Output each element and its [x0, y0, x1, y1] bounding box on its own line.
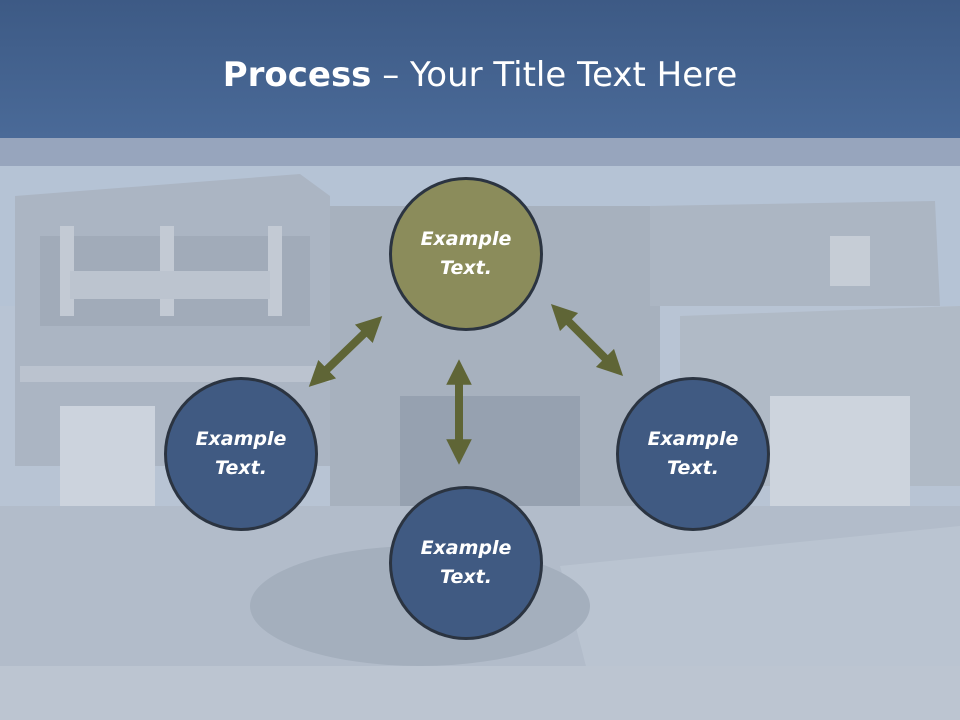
node-top-line2: Text.	[440, 257, 492, 279]
slide-title: Process – Your Title Text Here	[0, 52, 960, 98]
title-bold: Process	[222, 55, 372, 95]
title-bar-strip	[0, 138, 960, 166]
node-left-line1: Example	[195, 428, 287, 450]
node-bottom-line2: Text.	[440, 566, 492, 588]
node-top-line1: Example	[420, 228, 512, 250]
title-text: – Your Title Text Here	[371, 55, 738, 95]
node-left-line2: Text.	[215, 457, 267, 479]
node-right-line1: Example	[647, 428, 739, 450]
node-bottom-line1: Example	[420, 537, 512, 559]
title-bar	[0, 0, 960, 138]
background-house-photo	[0, 166, 960, 720]
node-right-line2: Text.	[667, 457, 719, 479]
